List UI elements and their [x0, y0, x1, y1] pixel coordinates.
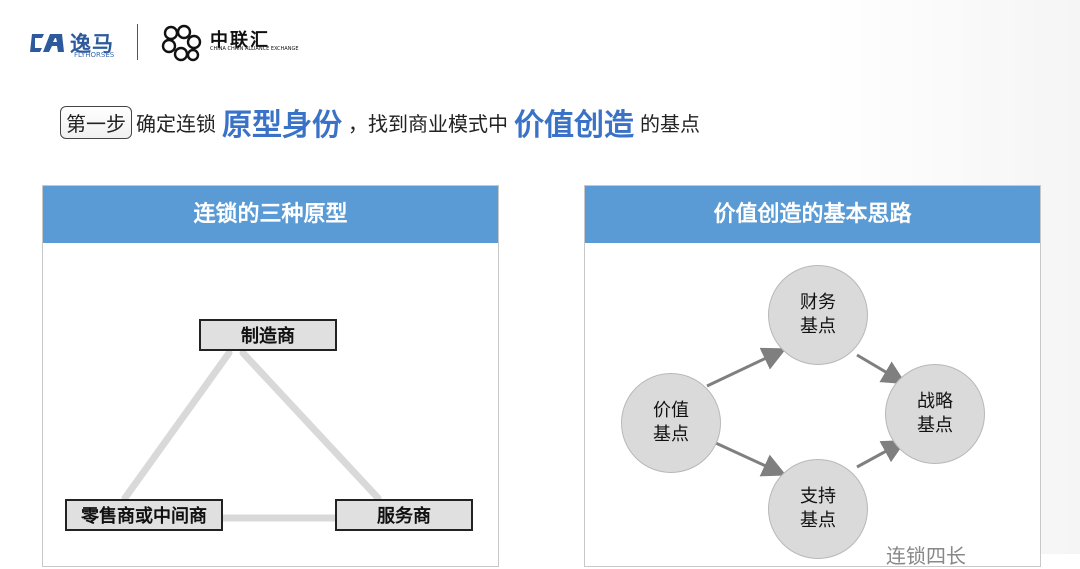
zlh-logo-subtext: CHINA CHAIN ALLIANCE EXCHANGE [210, 46, 299, 52]
node-support-base: 支持基点 [768, 459, 868, 559]
node-retailer: 零售商或中间商 [65, 499, 223, 531]
headline: 第一步 确定连锁 原型身份 ，找到商业模式中 价值创造 的基点 [60, 100, 700, 144]
node-strategy-base: 战略基点 [885, 364, 985, 464]
headline-part-3: 的基点 [640, 111, 700, 136]
logo-divider [137, 24, 138, 60]
value-creation-panel: 价值创造的基本思路 价值基点 财务基点 支持基点 战略基点 [584, 185, 1041, 567]
yima-logo-mark [30, 34, 64, 52]
node-finance-line2: 基点 [800, 316, 836, 337]
zlh-logo-mark [161, 24, 202, 62]
triangle-edge-right [239, 349, 382, 502]
node-support-line2: 基点 [800, 510, 836, 531]
headline-part-1: 确定连锁 [136, 111, 216, 136]
node-service-provider: 服务商 [335, 499, 473, 531]
headline-emphasis-1: 原型身份 [222, 108, 342, 143]
value-creation-panel-title: 价值创造的基本思路 [585, 186, 1040, 243]
node-strategy-line1: 战略 [917, 391, 953, 412]
watermark: 连锁四长 [886, 544, 966, 568]
yima-logo-text: 逸马 [70, 32, 114, 56]
node-value-base: 价值基点 [621, 373, 721, 473]
triangle-connectors [121, 349, 382, 522]
node-value-line1: 价值 [653, 400, 689, 421]
node-value-line2: 基点 [653, 424, 689, 445]
headline-part-2: ，找到商业模式中 [348, 111, 508, 136]
node-manufacturer: 制造商 [199, 319, 337, 351]
prototype-panel-title: 连锁的三种原型 [43, 186, 498, 243]
node-strategy-line2: 基点 [917, 415, 953, 436]
zlh-logo: 中联汇 CHINA CHAIN ALLIANCE EXCHANGE [160, 24, 298, 66]
arrow-value-to-finance [706, 347, 787, 388]
step-label: 第一步 [60, 105, 132, 139]
node-finance-base: 财务基点 [768, 265, 868, 365]
triangle-edge-left [121, 349, 233, 502]
arrow-finance-to-strategy [856, 353, 907, 385]
yima-logo-subtext: FLYHORSES [74, 51, 115, 59]
arrow-value-to-support [706, 437, 787, 477]
node-support-line1: 支持 [800, 486, 836, 507]
zlh-logo-text: 中联汇 [210, 30, 270, 51]
flow-arrows [706, 347, 907, 477]
arrow-support-to-strategy [856, 440, 907, 469]
headline-emphasis-2: 价值创造 [514, 108, 634, 143]
node-finance-line1: 财务 [800, 292, 836, 313]
prototype-panel: 连锁的三种原型 制造商 零售商或中间商 服务商 [42, 185, 499, 567]
